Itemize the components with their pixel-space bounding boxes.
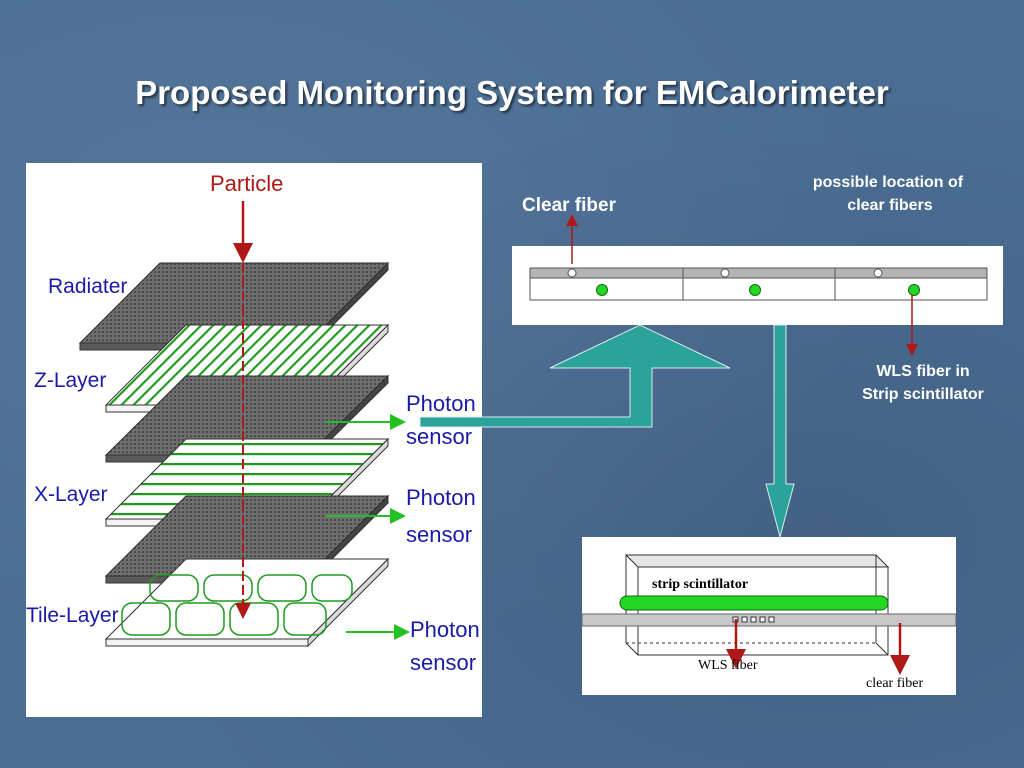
layers-diagram-panel: Particle Radiater Z-Layer X-Layer Tile-L… xyxy=(26,163,482,717)
photon-sensor-2: Photon sensor xyxy=(406,485,476,547)
particle-label: Particle xyxy=(210,171,283,196)
detail-view: strip scintillator WLS fiber clear fiber xyxy=(581,554,957,691)
svg-text:sensor: sensor xyxy=(410,650,476,675)
teal-feed-arrow xyxy=(419,324,731,428)
strip-cross-section xyxy=(529,267,988,301)
svg-text:sensor: sensor xyxy=(406,522,472,547)
scintillator-box xyxy=(624,554,890,656)
wls-fiber-label: WLS fiber xyxy=(698,658,758,673)
possible-location-line2: clear fibers xyxy=(847,197,932,214)
clear-fiber-position-1 xyxy=(567,268,577,278)
radiator-label: Radiater xyxy=(48,275,127,298)
clear-fiber-position-2 xyxy=(720,268,730,278)
tile-layer-label: Tile-Layer xyxy=(26,604,119,627)
svg-text:Photon: Photon xyxy=(406,391,476,416)
clear-fiber-position-3 xyxy=(873,268,883,278)
strip-cross-section-panel xyxy=(512,246,1003,325)
tile-layer-plate xyxy=(104,557,390,648)
x-layer-label: X-Layer xyxy=(34,483,108,506)
clear-fiber-detail-label: clear fiber xyxy=(866,676,923,691)
wls-fiber-3 xyxy=(908,284,920,296)
photon-sensor-1: Photon sensor xyxy=(406,391,476,449)
svg-text:Photon: Photon xyxy=(406,485,476,510)
teal-down-arrow xyxy=(765,324,795,539)
wls-fiber-1 xyxy=(596,284,608,296)
detail-view-panel: strip scintillator WLS fiber clear fiber xyxy=(581,537,957,695)
wls-fiber-bar xyxy=(619,595,889,611)
z-layer-label: Z-Layer xyxy=(34,369,106,392)
wls-fiber-label-line2: Strip scintillator xyxy=(862,386,984,403)
clear-fiber-label: Clear fiber xyxy=(522,195,617,216)
strip-scintillator-label: strip scintillator xyxy=(652,577,748,592)
svg-text:Photon: Photon xyxy=(410,617,480,642)
slide-title: Proposed Monitoring System for EMCalorim… xyxy=(135,74,889,111)
wls-fiber-2 xyxy=(749,284,761,296)
photon-sensor-3: Photon sensor xyxy=(410,617,480,675)
possible-location-line1: possible location of xyxy=(813,174,964,191)
wls-fiber-label-line1: WLS fiber in xyxy=(876,363,969,380)
svg-text:sensor: sensor xyxy=(406,424,472,449)
layers-diagram: Particle Radiater Z-Layer X-Layer Tile-L… xyxy=(26,171,480,675)
